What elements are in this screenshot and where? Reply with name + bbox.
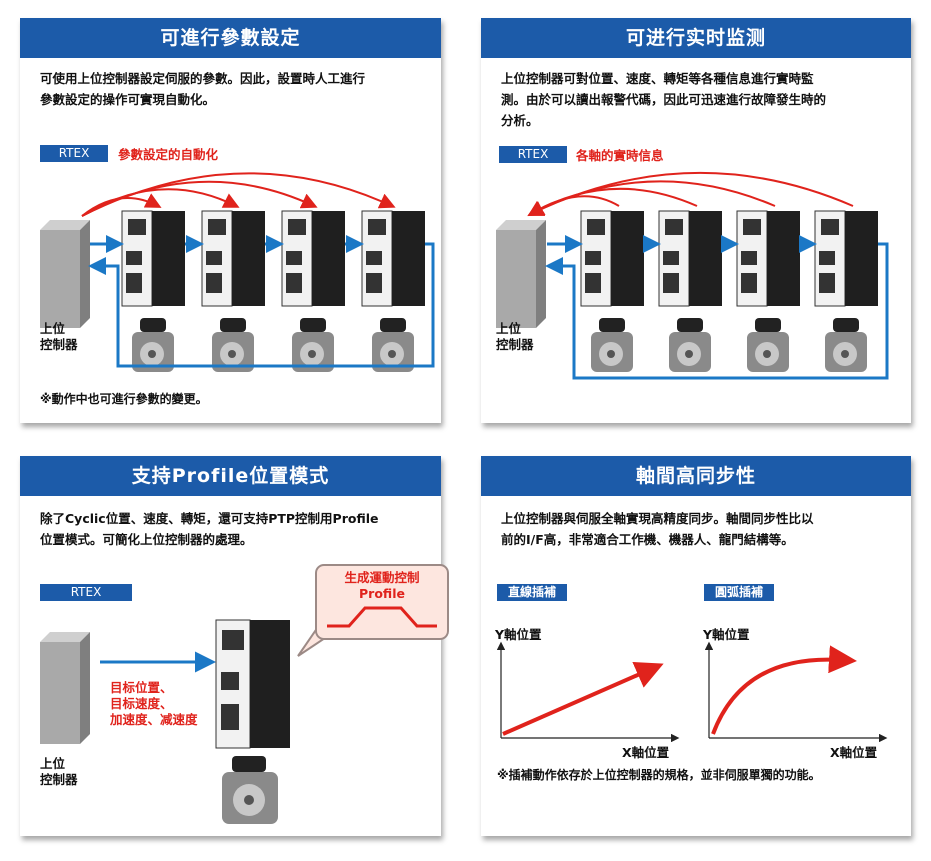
interpolation-plots [496,641,888,743]
profile-trapezoid [327,606,437,628]
monitoring-arrows [527,171,854,217]
controller-label: 上位 控制器 [40,756,78,787]
servo-drives [580,210,878,307]
panel-title: 軸間高同步性 [481,456,911,496]
footnote: ※插補動作依存於上位控制器的規格，並非伺服單獨的功能。 [497,768,821,782]
arc-plot-axes [704,641,888,743]
servo-drive [215,619,290,749]
tag-title: 各軸的實時信息 [576,148,664,163]
arc-interpolation-tag: 圓弧插補 [704,584,774,601]
linear-plot-axes [496,641,680,743]
panel-description: 可使用上位控制器設定伺服的參數。因此，設置時人工進行 參數設定的操作可實現自動化… [40,71,366,107]
servo-motors [591,318,867,372]
target-parameters: 目标位置、 目标速度、 加速度、减速度 [110,680,198,727]
tag-title: 參數設定的自動化 [118,147,219,162]
rtex-tag: RTEX [40,584,132,601]
monitoring-diagram [496,171,889,380]
servo-drives [121,210,425,307]
rtex-ring [545,235,889,380]
y-axis-label-arc: Y軸位置 [703,627,750,642]
x-axis-label-arc: X軸位置 [830,745,878,760]
x-axis-label-linear: X軸位置 [622,745,670,760]
rtex-tag: RTEX [40,145,108,162]
network-diagram [40,172,435,372]
footnote: ※動作中也可進行參數的變更。 [40,392,208,406]
rtex-ring [88,235,435,368]
panel-title: 可进行实时监测 [481,18,911,58]
linear-interpolation-tag: 直線插補 [497,584,567,601]
panel-description: 上位控制器可對位置、速度、轉矩等各種信息進行實時監 測。由於可以讀出報警代碼，因… [501,71,827,128]
rtex-tag: RTEX [499,146,567,163]
controller-label: 上位 控制器 [496,321,534,352]
servo-motor [222,756,278,824]
profile-bubble: 生成運動控制 Profile [315,564,449,640]
panel-description: 除了Cyclic位置、速度、轉矩，還可支持PTP控制用Profile 位置模式。… [40,511,379,547]
y-axis-label-linear: Y軸位置 [495,627,542,642]
controller-box [40,632,90,744]
bubble-text: 生成運動控制 Profile [344,570,420,601]
panel-description: 上位控制器與伺服全軸實現高精度同步。軸間同步性比以 前的I/F高，非常適合工作機… [501,511,814,547]
panel-realtime-monitoring: 可进行实时监测 上位控制器可對位置、速度、轉矩等各種信息進行實時監 測。由於可以… [481,18,911,423]
arc-interpolation-path [711,645,857,735]
servo-motors [132,318,414,372]
linear-interpolation-path [502,661,664,736]
panel-title: 支持Profile位置模式 [20,456,441,496]
parameter-arrows [81,172,396,217]
controller-box [496,220,546,328]
profile-diagram [40,619,343,824]
panel-profile-position-mode: 支持Profile位置模式 除了Cyclic位置、速度、轉矩，還可支持PTP控制… [20,456,449,836]
panel-parameter-setting: 可進行參數設定 可使用上位控制器設定伺服的參數。因此，設置時人工進行 參數設定的… [20,18,441,423]
panel-title: 可進行參數設定 [20,18,441,58]
controller-label: 上位 控制器 [40,321,78,352]
panel-axis-synchronization: 軸間高同步性 上位控制器與伺服全軸實現高精度同步。軸間同步性比以 前的I/F高，… [481,456,911,836]
controller-box [40,220,90,328]
